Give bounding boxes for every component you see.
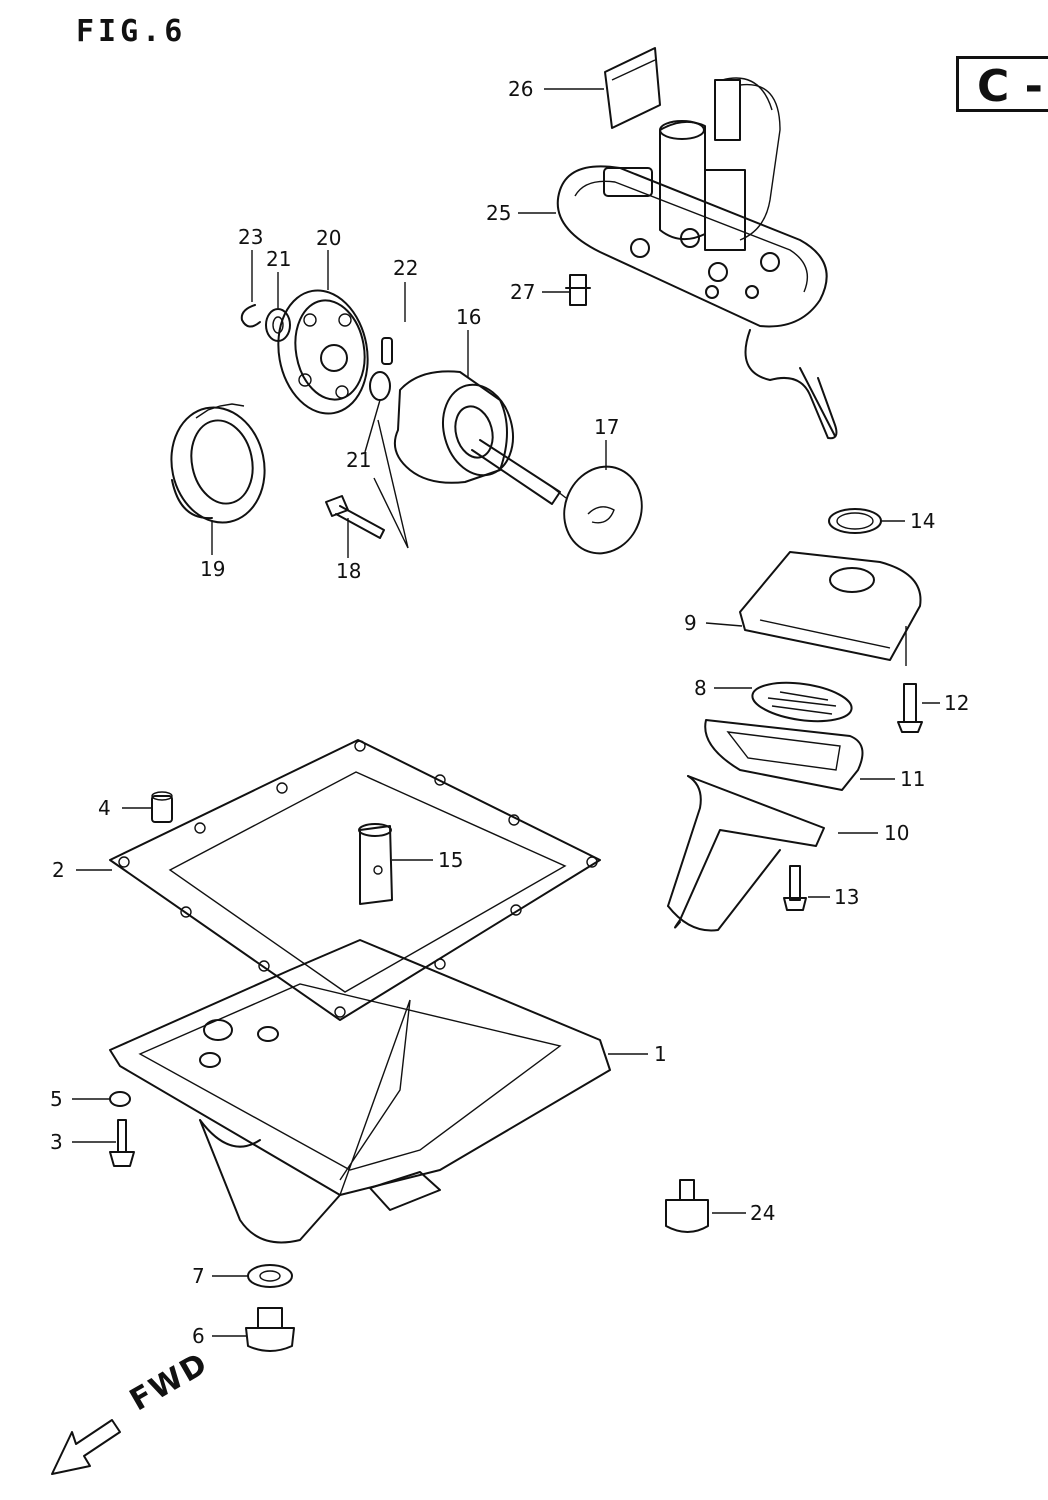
oil-strainer-group <box>667 508 923 932</box>
callout-11: 11 <box>900 767 925 791</box>
callout-13: 13 <box>834 885 859 909</box>
callout-10: 10 <box>884 821 909 845</box>
callout-25: 25 <box>486 201 511 225</box>
callout-numbers: 26 25 27 23 21 20 22 16 21 17 19 18 14 9… <box>50 77 969 1348</box>
callout-2: 2 <box>52 858 65 882</box>
callout-27: 27 <box>510 280 535 304</box>
oil-pan-group <box>109 939 709 1352</box>
callout-21-upper: 21 <box>266 247 291 271</box>
oil-pump-drive-group <box>170 289 643 555</box>
callout-3: 3 <box>50 1130 63 1154</box>
callout-19: 19 <box>200 557 225 581</box>
callout-9: 9 <box>684 611 697 635</box>
fuel-pump-assembly <box>556 47 838 440</box>
callout-7: 7 <box>192 1264 205 1288</box>
callout-8: 8 <box>694 676 707 700</box>
callout-24: 24 <box>750 1201 775 1225</box>
callout-1: 1 <box>654 1042 667 1066</box>
callout-23: 23 <box>238 225 263 249</box>
callout-21-lower: 21 <box>346 448 371 472</box>
callout-14: 14 <box>910 509 935 533</box>
callout-22: 22 <box>393 256 418 280</box>
section-box: C - <box>956 56 1048 112</box>
oil-pan-gasket-group <box>109 739 601 1021</box>
forward-arrow <box>51 1419 121 1475</box>
section-code: C - <box>977 61 1043 112</box>
callout-4: 4 <box>98 796 111 820</box>
leader-lines <box>72 88 940 1337</box>
callout-18: 18 <box>336 559 361 583</box>
callout-12: 12 <box>944 691 969 715</box>
callout-16: 16 <box>456 305 481 329</box>
callout-20: 20 <box>316 226 341 250</box>
callout-15: 15 <box>438 848 463 872</box>
callout-26: 26 <box>508 77 533 101</box>
figure-title: FIG.6 <box>76 14 187 49</box>
callout-5: 5 <box>50 1087 63 1111</box>
callout-17: 17 <box>594 415 619 439</box>
callout-6: 6 <box>192 1324 205 1348</box>
